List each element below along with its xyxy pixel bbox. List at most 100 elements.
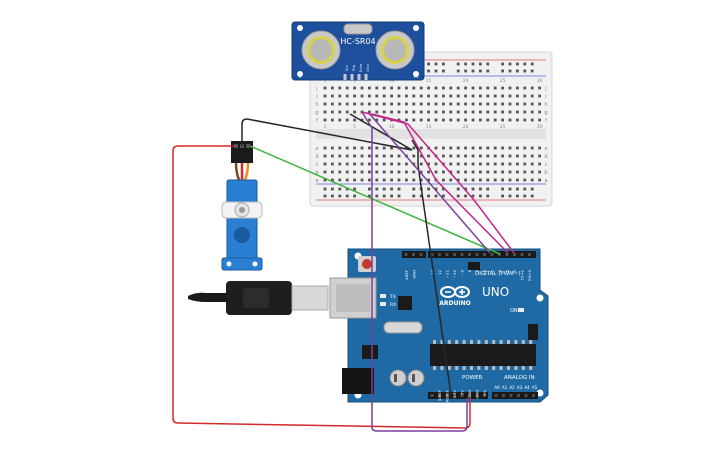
breadboard-hole: [375, 110, 379, 114]
breadboard-hole: [338, 118, 342, 122]
power-pin-label: Vin: [482, 389, 487, 396]
breadboard-hole: [323, 162, 327, 166]
gnd-pin-label: GND: [412, 270, 417, 279]
servo-body: [226, 179, 258, 261]
breadboard-hole: [368, 162, 371, 166]
wire-purple-sensor-vcc: [361, 111, 468, 432]
row-letter: i: [545, 94, 546, 100]
pcb-mount-hole: [536, 294, 544, 302]
breadboard-hole: [538, 146, 541, 150]
digital-pin-label: TX→1: [520, 269, 525, 281]
breadboard-hole: [382, 154, 386, 158]
breadboard-hole: [508, 146, 512, 150]
breadboard-hole: [464, 94, 467, 98]
breadboard-hole: [442, 178, 445, 182]
breadboard-hole: [331, 146, 334, 150]
row-letter: a: [315, 178, 318, 184]
breadboard-hole: [323, 94, 327, 98]
rail-hole: [486, 69, 490, 73]
column-number: 30: [537, 78, 543, 84]
row-letter: b: [544, 170, 547, 176]
breadboard-hole: [434, 102, 438, 106]
breadboard-hole: [338, 146, 342, 150]
breadboard-hole: [390, 178, 393, 182]
rail-hole: [427, 187, 430, 191]
row-letter: g: [315, 110, 318, 116]
wire-red-servo-5v: [172, 145, 471, 429]
power-pin-label: GND: [467, 390, 472, 399]
rail-hole: [464, 194, 467, 198]
mount-hole: [226, 261, 232, 267]
breadboard-hole: [523, 102, 527, 106]
chip-leg: [484, 340, 488, 344]
digital-pin-label: ~10: [452, 269, 457, 278]
breadboard-hole: [471, 178, 475, 182]
servo-motor[interactable]: [221, 141, 263, 271]
rail-hole: [434, 62, 438, 66]
breadboard-hole: [523, 154, 527, 158]
usb-cable[interactable]: [188, 281, 329, 315]
breadboard-hole: [353, 154, 356, 158]
breadboard-hole: [412, 178, 416, 182]
rail-hole: [338, 187, 342, 191]
rail-hole: [523, 187, 527, 191]
breadboard-hole: [405, 146, 408, 150]
breadboard-hole: [464, 170, 467, 174]
breadboard-hole: [323, 170, 327, 174]
row-letter: e: [315, 146, 318, 152]
breadboard-hole: [493, 86, 497, 90]
breadboard-hole: [338, 162, 342, 166]
reset-button[interactable]: [362, 259, 372, 269]
arduino-uno-board[interactable]: ARDUINO UNO DIGITAL (PWM~) POWER ANALOG …: [329, 248, 549, 403]
breadboard-hole: [501, 146, 504, 150]
rail-hole: [412, 194, 416, 198]
breadboard-hole: [427, 170, 430, 174]
breadboard-hole: [331, 118, 334, 122]
breadboard-hole: [523, 178, 527, 182]
breadboard-hole: [523, 94, 527, 98]
breadboard-hole: [493, 118, 497, 122]
breadboard-hole: [516, 162, 519, 166]
breadboard-hole: [331, 170, 334, 174]
breadboard-hole: [331, 86, 334, 90]
column-number: 25: [500, 124, 506, 130]
breadboard-hole: [419, 110, 423, 114]
breadboard-hole: [442, 110, 445, 114]
sensor-pin: [364, 74, 368, 80]
breadboard-hole: [382, 86, 386, 90]
rail-hole: [434, 194, 438, 198]
rail-hole: [331, 187, 334, 191]
breadboard-hole: [449, 102, 453, 106]
breadboard-hole: [397, 110, 401, 114]
rail-hole: [479, 194, 482, 198]
rail-hole: [471, 69, 475, 73]
breadboard-hole: [471, 86, 475, 90]
breadboard-hole: [442, 170, 445, 174]
breadboard-hole: [412, 118, 416, 122]
breadboard-hole: [538, 178, 541, 182]
breadboard-hole: [353, 178, 356, 182]
rail-hole: [530, 187, 534, 191]
digital-pin-socket: [490, 253, 494, 256]
rail-hole: [427, 69, 430, 73]
breadboard-hole: [493, 178, 497, 182]
aref-pin-socket: [404, 253, 408, 256]
breadboard-hole: [331, 102, 334, 106]
breadboard-hole: [375, 102, 379, 106]
breadboard-hole: [523, 110, 527, 114]
breadboard-hole: [449, 170, 453, 174]
row-letter: i: [316, 94, 317, 100]
rail-hole: [501, 69, 504, 73]
breadboard-hole: [412, 146, 416, 150]
power-pin-socket: [460, 394, 464, 397]
breadboard-hole: [464, 118, 467, 122]
breadboard-hole: [516, 178, 519, 182]
breadboard-hole: [427, 102, 430, 106]
power-pin-socket: [468, 394, 471, 397]
rail-hole: [523, 194, 527, 198]
breadboard-hole: [516, 86, 519, 90]
